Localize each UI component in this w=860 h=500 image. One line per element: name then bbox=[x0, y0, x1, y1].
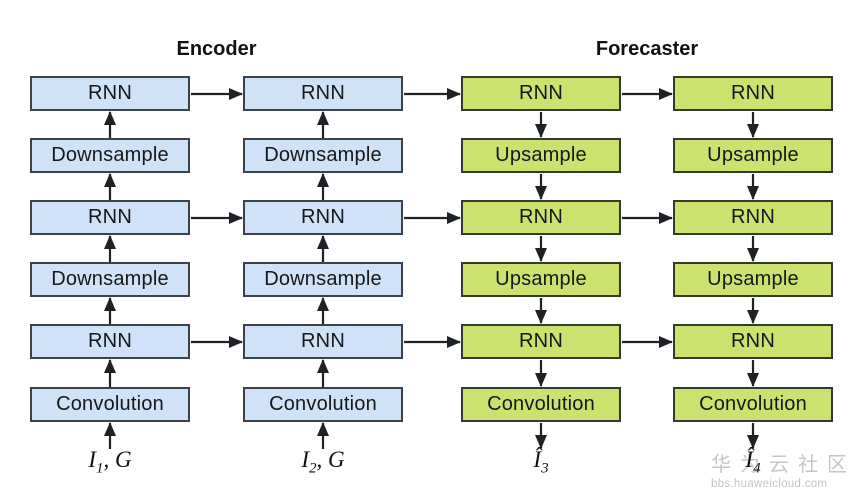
block-upsample: Upsample bbox=[673, 262, 833, 297]
block-convolution: Convolution bbox=[461, 387, 621, 422]
block-rnn: RNN bbox=[461, 324, 621, 359]
watermark: 华为云社区 bbs.huaweicloud.com bbox=[711, 455, 856, 491]
watermark-title: 华为云社区 bbox=[711, 454, 856, 476]
block-upsample: Upsample bbox=[673, 138, 833, 173]
encoder-title: Encoder bbox=[176, 38, 257, 60]
block-downsample: Downsample bbox=[30, 138, 190, 173]
block-rnn: RNN bbox=[243, 76, 403, 111]
block-rnn: RNN bbox=[243, 324, 403, 359]
block-convolution: Convolution bbox=[673, 387, 833, 422]
block-rnn: RNN bbox=[30, 200, 190, 235]
block-upsample: Upsample bbox=[461, 138, 621, 173]
block-rnn: RNN bbox=[461, 200, 621, 235]
output-label-i3hat: Î3 bbox=[533, 447, 549, 477]
block-upsample: Upsample bbox=[461, 262, 621, 297]
forecaster-title: Forecaster bbox=[595, 38, 699, 60]
block-downsample: Downsample bbox=[243, 138, 403, 173]
block-downsample: Downsample bbox=[243, 262, 403, 297]
block-rnn: RNN bbox=[30, 324, 190, 359]
input-label-i1g: I1, G bbox=[88, 447, 132, 477]
block-rnn: RNN bbox=[30, 76, 190, 111]
block-rnn: RNN bbox=[673, 324, 833, 359]
block-rnn: RNN bbox=[243, 200, 403, 235]
block-rnn: RNN bbox=[461, 76, 621, 111]
output-label-i4hat: Î4 bbox=[745, 447, 761, 477]
watermark-url: bbs.huaweicloud.com bbox=[711, 478, 828, 490]
block-convolution: Convolution bbox=[30, 387, 190, 422]
input-label-i2g: I2, G bbox=[301, 447, 345, 477]
block-convolution: Convolution bbox=[243, 387, 403, 422]
block-rnn: RNN bbox=[673, 200, 833, 235]
block-downsample: Downsample bbox=[30, 262, 190, 297]
block-rnn: RNN bbox=[673, 76, 833, 111]
